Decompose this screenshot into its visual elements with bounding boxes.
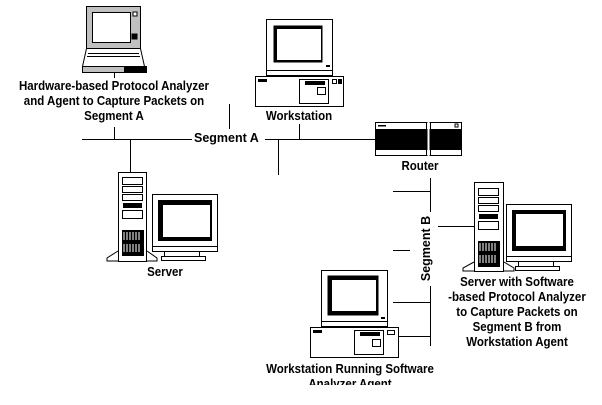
label-line: Server with Software [460, 275, 574, 289]
segment-a-label: Segment A [193, 131, 260, 145]
label-line: to Capture Packets on [456, 305, 578, 319]
server-label: Server [133, 265, 197, 280]
label-line: -based Protocol Analyzer [448, 290, 586, 304]
sw-server-label: Server with Software -based Protocol Ana… [439, 275, 595, 350]
laptop-icon [81, 6, 147, 73]
hw-analyzer-label: Hardware-based Protocol Analyzer and Age… [9, 79, 219, 124]
label-line: Workstation Agent [466, 335, 568, 349]
label-line: Segment B from [472, 320, 562, 334]
label-line: Workstation Running Software [266, 362, 434, 376]
label-line: Hardware-based Protocol Analyzer [18, 79, 210, 93]
label-line: and Agent to Capture Packets on [23, 94, 205, 108]
segment-a-line [82, 72, 375, 175]
workstation-label: Workstation [253, 109, 345, 124]
tower-server-icon [462, 182, 572, 272]
label-line: Segment A [84, 109, 144, 123]
agent-workstation-label: Workstation Running Software Analyzer Ag… [249, 362, 451, 385]
desktop-computer-icon [310, 270, 399, 358]
desktop-computer-icon [255, 19, 344, 107]
router-label: Router [388, 159, 452, 174]
label-line: Server [147, 265, 183, 279]
segment-b-label: Segment B [419, 214, 434, 283]
label-line: Router [401, 159, 439, 173]
label-line: Analyzer Agent [308, 377, 392, 385]
label-line: Workstation [265, 109, 333, 123]
segment-b-line [393, 178, 475, 346]
tower-server-icon [106, 172, 218, 262]
router-icon [375, 122, 462, 156]
